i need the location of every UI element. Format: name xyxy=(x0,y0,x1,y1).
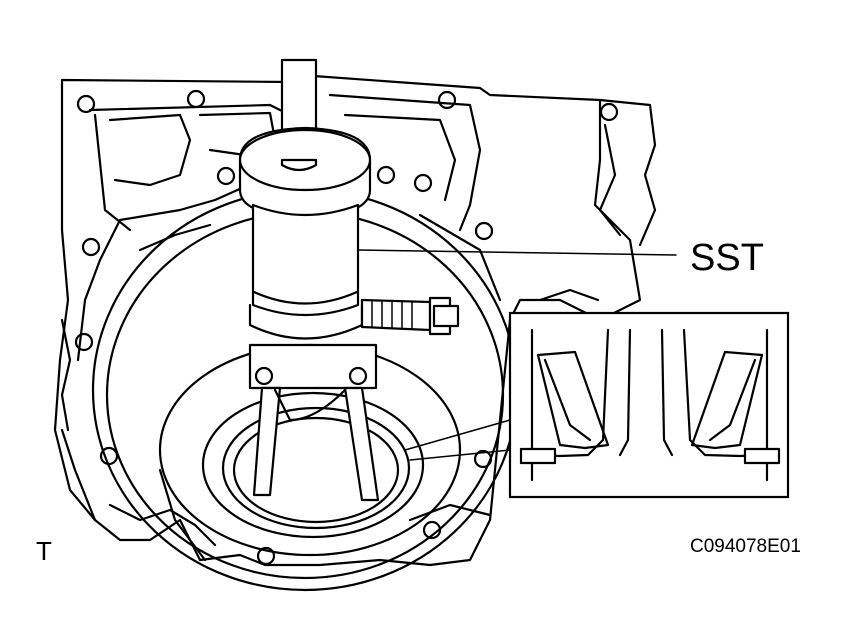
sst-label: SST xyxy=(690,237,764,279)
corner-mark: T xyxy=(36,536,52,566)
bell-housing-bore xyxy=(91,188,519,592)
bolt-holes xyxy=(74,89,619,566)
seal-detail-inset xyxy=(404,311,790,499)
sst-leader-line xyxy=(357,249,677,256)
special-service-tool xyxy=(238,58,460,502)
figure-code: C094078E01 xyxy=(690,536,801,557)
